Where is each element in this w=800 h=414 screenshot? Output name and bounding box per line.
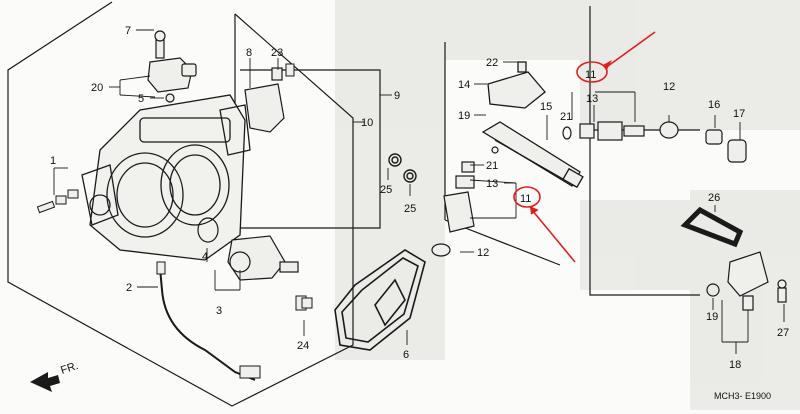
highlight-arrow-top [607,31,656,67]
label-part-22: 22 [486,57,498,69]
label-part-7: 7 [125,25,131,37]
label-part-14: 14 [458,79,470,91]
label-part-27: 27 [777,327,789,339]
iac-valve [197,217,299,281]
label-part-21-top: 21 [560,111,572,123]
label-part-13-top: 13 [586,93,598,105]
o-rings [388,153,417,183]
direction-arrow-icon [30,372,60,392]
label-part-6: 6 [403,349,409,361]
injector-top [562,121,747,163]
fr-arrow: FR. [30,360,80,392]
red-annotations [513,31,656,263]
label-part-8: 8 [246,47,252,59]
label-part-9: 9 [394,90,400,102]
label-part-26: 26 [708,192,720,204]
label-part-17: 17 [733,108,745,120]
label-part-16: 16 [708,99,720,111]
bolts [285,63,313,309]
label-part-10: 10 [361,117,373,129]
label-part-19-right: 19 [706,311,718,323]
label-part-24: 24 [297,340,309,352]
sensor-part [147,30,285,133]
screws-group [36,189,307,311]
label-part-1: 1 [50,155,56,167]
label-part-23: 23 [271,47,283,59]
part-labels: 7 8 23 20 5 9 10 1 25 25 4 2 3 24 6 22 1… [50,25,789,371]
fuel-rail [481,61,584,189]
label-part-4: 4 [202,251,208,263]
label-part-21-mid: 21 [486,160,498,172]
highlight-circle-mid [513,186,541,208]
label-part-3: 3 [216,305,222,317]
label-part-18: 18 [729,359,741,371]
group-frames [7,1,700,407]
label-part-5: 5 [138,93,144,105]
label-part-12-top: 12 [663,81,675,93]
highlight-circle-top [576,61,608,83]
label-part-2: 2 [126,282,132,294]
throttle-body [81,94,251,261]
label-part-12-mid: 12 [477,247,489,259]
injector-mid [431,146,499,257]
diagram-code: MCH3- E1900 [714,391,771,401]
gasket [334,249,426,351]
background-shading [335,0,800,410]
label-part-11-top: 11 [585,69,596,81]
label-part-11-mid: 11 [520,193,531,205]
pressure-regulator [680,206,787,311]
label-part-13-mid: 13 [486,178,498,190]
label-part-20: 20 [91,82,103,94]
label-part-25a: 25 [380,184,392,196]
direction-label: FR. [59,360,80,377]
throttle-cable [156,261,261,381]
label-part-15: 15 [540,101,552,113]
highlight-arrow-mid [531,209,576,263]
label-part-25b: 25 [404,203,416,215]
leader-lines [53,29,785,354]
label-part-19-left: 19 [458,110,470,122]
